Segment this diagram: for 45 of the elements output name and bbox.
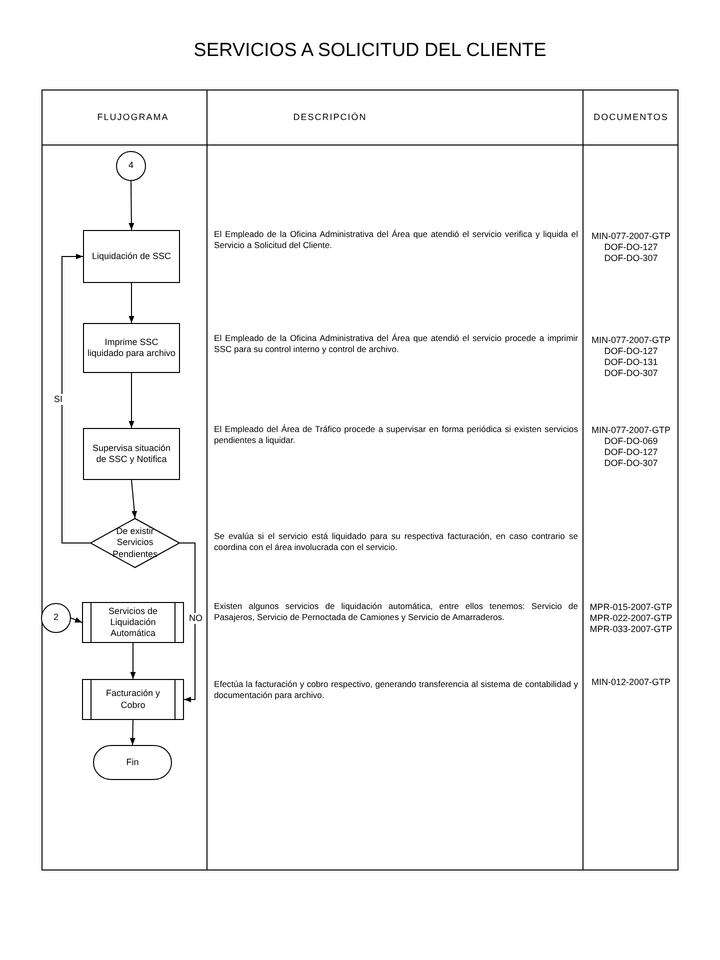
- terminal-shape: Fin: [93, 745, 172, 780]
- description-text: El Empleado de la Oficina Administrativa del Área que atendió el servicio verifica y liquida el Servicio a Solicitud del Cliente.: [214, 229, 578, 252]
- arrow: [128, 372, 134, 428]
- column-header: FLUJOGRAMA: [96, 112, 170, 124]
- process-box: Supervisa situación de SSC y Notifica: [83, 428, 180, 480]
- process-box: Liquidación de SSC: [83, 230, 180, 283]
- description-text: El Empleado del Área de Tráfico procede a supervisar en forma periódica si existen servicios pendientes a liquidar.: [214, 424, 578, 446]
- document-code: DOF-DO-127: [603, 447, 659, 459]
- column-header: DESCRIPCIÓN: [292, 112, 368, 124]
- document-code: DOF-DO-307: [603, 253, 659, 265]
- arrow: [180, 542, 196, 702]
- process-box: Imprime SSC liquidado para archivo: [83, 323, 180, 373]
- edge-label: SI: [53, 394, 64, 405]
- document-code: MIN-012-2007-GTP: [590, 677, 672, 689]
- description-text: Se evalúa si el servicio está liquidado para su respectiva facturación, en caso contrario se coordina con el área involucrada con el servicio.: [214, 531, 578, 554]
- decision-diamond: De existir Servicios Pendientes: [90, 518, 180, 568]
- document-code: MIN-077-2007-GTP: [590, 335, 672, 347]
- document-code: MIN-077-2007-GTP: [590, 231, 672, 243]
- predefined-process-box: Servicios de Liquidación Automática: [82, 602, 184, 643]
- description-text: El Empleado de la Oficina Administrativa del Área que atendió el servicio procede a imprimir SSC para su control interno y control de archivo.: [214, 333, 578, 356]
- description-text: Existen algunos servicios de liquidación automática, entre ellos tenemos: Servicio de Pasajeros, Servicio de Pernoctada de Camiones y Servicio de Amarraderos.: [214, 601, 578, 624]
- document-code: DOF-DO-127: [603, 346, 659, 358]
- arrow: [128, 180, 134, 230]
- document-code: DOF-DO-307: [603, 368, 659, 380]
- document-code: DOF-DO-131: [603, 357, 659, 369]
- arrow: [131, 480, 138, 518]
- column-header: DOCUMENTOS: [592, 112, 670, 124]
- arrow: [128, 282, 134, 324]
- arrow: [130, 642, 136, 680]
- edge-label: NO: [188, 613, 204, 624]
- document-code: MPR-022-2007-GTP: [588, 613, 674, 625]
- arrow: [62, 254, 90, 544]
- document-code: MPR-033-2007-GTP: [588, 624, 674, 636]
- document-code: DOF-DO-307: [603, 458, 659, 470]
- document-code: DOF-DO-127: [603, 242, 659, 254]
- document-code: MPR-015-2007-GTP: [588, 602, 674, 614]
- connector-circle: 4: [116, 151, 146, 181]
- arrow: [130, 720, 136, 746]
- description-text: Efectúa la facturación y cobro respectivo, generando transferencia al sistema de contabilidad y documentación para archivo.: [214, 679, 578, 702]
- arrow: [70, 617, 82, 623]
- title: SERVICIOS A SOLICITUD DEL CLIENTE: [192, 40, 548, 62]
- document-code: MIN-077-2007-GTP: [590, 425, 672, 437]
- predefined-process-box: Facturación y Cobro: [82, 679, 184, 720]
- connector-circle: 2: [41, 603, 71, 633]
- document-code: DOF-DO-069: [603, 436, 659, 448]
